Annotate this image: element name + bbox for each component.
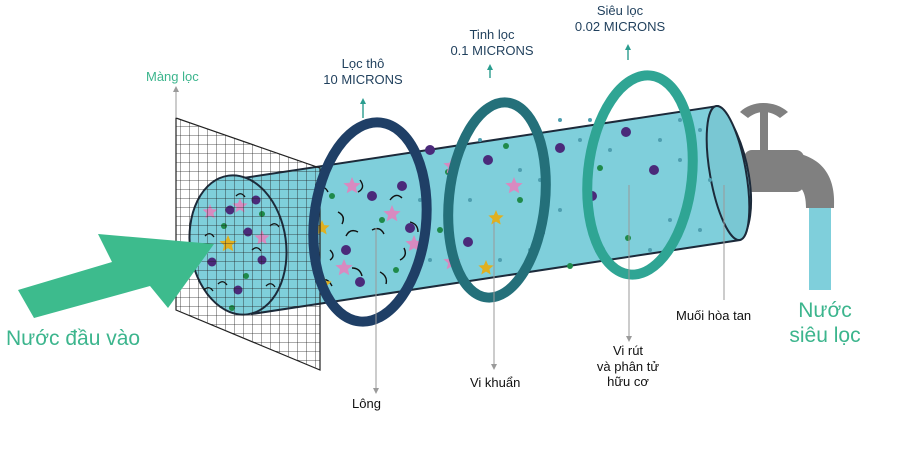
mang-loc-label: Màng lọc [146,69,199,84]
bacteria-particle [343,177,361,194]
organic-particle [437,227,443,233]
tinh-loc-label: Tinh lọc 0.1 MICRONS [446,27,538,58]
sieu-loc-title: Siêu lọc [596,3,644,18]
virus-particle [341,245,351,255]
salt-particle [668,218,672,222]
hair-particles [317,179,419,287]
salt-particle [588,118,592,122]
virus-particle [555,143,565,153]
leader-lines [175,88,725,392]
virus-particle [355,277,365,287]
up-arrow-icons [360,44,631,118]
salt-particle [678,158,682,162]
organic-particle [393,267,399,273]
ring-coarse-filter [308,117,432,327]
vi-rut-line1: Vi rút [612,343,644,358]
input-arrow-icon [18,234,214,318]
virus-particle [483,155,493,165]
tinh-loc-title: Tinh lọc [469,27,515,42]
water-stream [809,208,831,290]
bacteria-yellow-particle [478,260,494,275]
organic-particle [329,193,335,199]
virus-particle [425,145,435,155]
bacteria-particle [505,177,523,194]
virus-particle [367,191,377,201]
organic-particle [379,217,385,223]
salt-particle [518,168,522,172]
salt-particle [468,198,472,202]
virus-particle [649,165,659,175]
salt-particle [428,258,432,262]
organic-particle [625,235,631,241]
vi-rut-label: Vi rút và phân tử hữu cơ [582,343,674,390]
salt-particle [578,138,582,142]
salt-particle [558,118,562,122]
organic-particle [597,165,603,171]
muoi-hoa-tan-label: Muối hòa tan [676,308,752,323]
tinh-loc-microns: 0.1 MICRONS [450,42,534,58]
vi-rut-line3: hữu cơ [607,374,649,390]
salt-particle [478,138,482,142]
salt-particle [698,228,702,232]
salt-particle [498,258,502,262]
virus-particle [405,223,415,233]
organic-particle [517,197,523,203]
nuoc-sieu-loc-line2: siêu lọc [789,324,861,348]
salt-particle [658,138,662,142]
nuoc-dau-vao-label: Nước đầu vào [6,327,141,350]
virus-particle [621,127,631,137]
ring-ultra-filter [582,70,698,280]
ring-fine-filter [443,97,551,303]
long-label: Lông [352,396,381,411]
salt-particle [418,198,422,202]
nuoc-sieu-loc-label: Nước siêu lọc [780,298,870,348]
salt-particle [648,248,652,252]
loc-tho-label: Lọc thô 10 MICRONS [320,56,406,87]
salt-particle [608,148,612,152]
loc-tho-microns: 10 MICRONS [323,71,403,87]
nuoc-sieu-loc-line1: Nước [798,299,852,322]
salt-particle [678,118,682,122]
leader-arrow-icons [173,86,632,394]
salt-particle [558,208,562,212]
organic-particle [567,263,573,269]
bacteria-particle [335,259,353,276]
vi-rut-line2: và phân tử [596,358,660,374]
bacteria-particle [383,205,401,222]
filter-cylinder [228,104,753,316]
salt-particle [698,128,702,132]
sieu-loc-microns: 0.02 MICRONS [574,18,666,34]
faucet-icon [740,103,835,208]
sieu-loc-label: Siêu lọc 0.02 MICRONS [570,3,670,34]
loc-tho-title: Lọc thô [341,56,385,71]
salt-particle [708,178,712,182]
vi-khuan-label: Vi khuẩn [470,375,521,390]
bacteria-yellow-particle [488,210,504,225]
organic-particle [503,143,509,149]
virus-particle [397,181,407,191]
virus-particle [463,237,473,247]
